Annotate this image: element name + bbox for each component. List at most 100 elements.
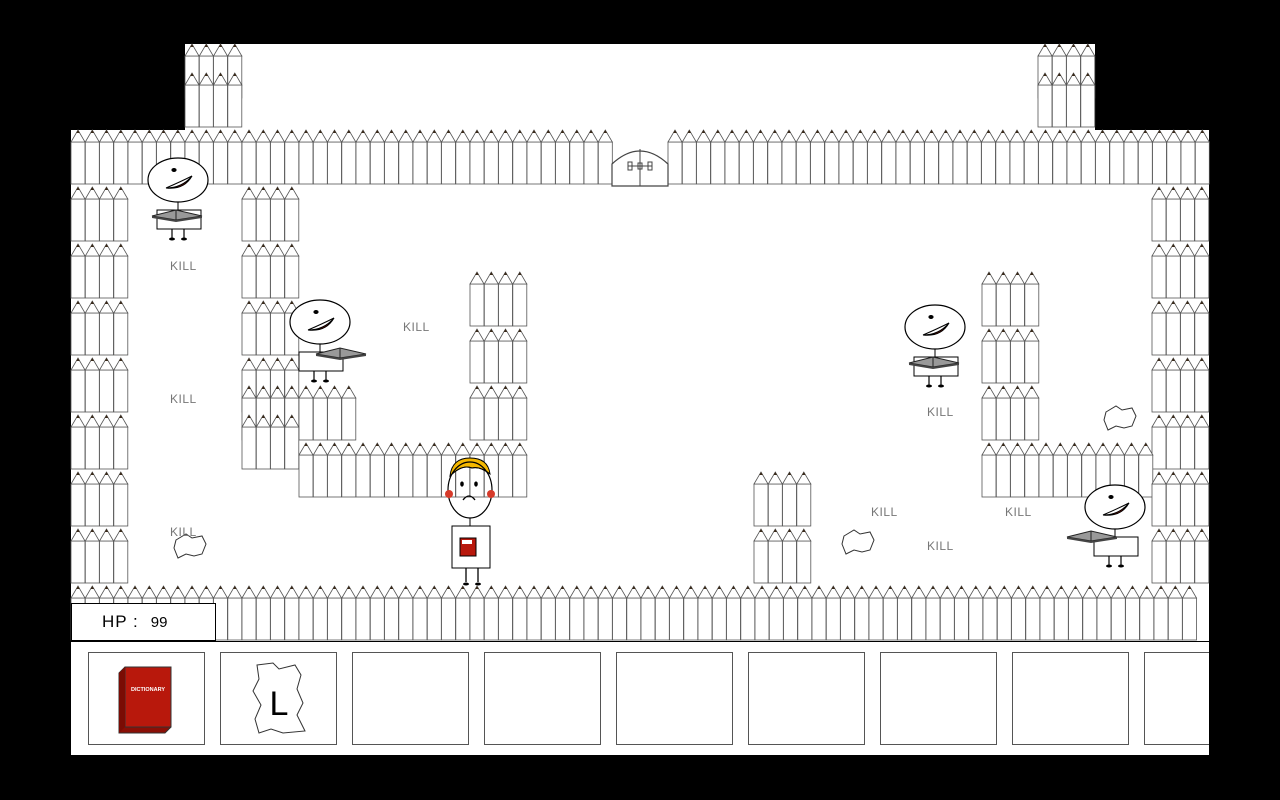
pencil-wall-segment bbox=[710, 129, 726, 185]
pencil-wall-segment bbox=[767, 129, 783, 185]
inventory-slot-7[interactable] bbox=[880, 652, 997, 745]
floor-label-kill: KILL bbox=[170, 392, 197, 406]
inventory-slot-4[interactable] bbox=[484, 652, 601, 745]
pencil-wall-segment bbox=[312, 129, 328, 185]
pencil-wall-segment bbox=[612, 585, 627, 641]
pencil-wall-segment bbox=[355, 442, 371, 498]
pencil-wall-segment bbox=[526, 585, 542, 641]
pencil-wall-segment bbox=[127, 129, 143, 185]
pencil-wall-segment bbox=[1194, 528, 1210, 584]
pencil-wall-segment bbox=[1011, 585, 1026, 641]
pencil-wall-segment bbox=[711, 585, 727, 641]
pencil-wall-segment bbox=[284, 414, 300, 470]
pencil-wall-segment bbox=[70, 528, 86, 584]
pencil-wall-segment bbox=[469, 585, 485, 641]
pencil-wall-segment bbox=[312, 442, 328, 498]
inventory-slot-1[interactable]: DICTIONARY bbox=[88, 652, 205, 745]
pencil-wall-segment bbox=[1194, 186, 1210, 242]
pencil-wall-segment bbox=[697, 585, 713, 641]
pencil-wall-segment bbox=[1068, 585, 1083, 641]
pencil-wall-segment bbox=[925, 585, 941, 641]
pencil-wall-segment bbox=[968, 585, 984, 641]
pencil-wall-segment bbox=[1139, 585, 1155, 641]
pencil-wall-segment bbox=[298, 442, 314, 498]
hp-value: 99 bbox=[150, 613, 168, 631]
pencil-wall-segment bbox=[327, 385, 342, 441]
pencil-wall-segment bbox=[1194, 357, 1210, 413]
pencil-wall-segment bbox=[512, 129, 528, 185]
pencil-wall-segment bbox=[270, 243, 285, 299]
pencil-wall-segment bbox=[1110, 585, 1126, 641]
inventory-slot-6[interactable] bbox=[748, 652, 865, 745]
inventory-bar: DICTIONARY L bbox=[71, 641, 1209, 755]
pencil-wall-segment bbox=[270, 300, 285, 356]
pencil-wall-segment bbox=[241, 243, 257, 299]
pencil-wall-segment bbox=[412, 442, 428, 498]
pencil-wall-segment bbox=[498, 585, 513, 641]
pencil-wall-segment bbox=[995, 328, 1011, 384]
pencil-wall-segment bbox=[1151, 528, 1167, 584]
pencil-wall-segment bbox=[966, 129, 982, 185]
pencil-wall-segment bbox=[298, 129, 314, 185]
inventory-slot-5[interactable] bbox=[616, 652, 733, 745]
pencil-wall-segment bbox=[512, 585, 528, 641]
pencil-wall-segment bbox=[1024, 442, 1040, 498]
pencil-wall-segment bbox=[498, 328, 513, 384]
pencil-wall-segment bbox=[781, 129, 797, 185]
pencil-wall-segment bbox=[1194, 471, 1210, 527]
player-character[interactable] bbox=[445, 457, 495, 586]
pencil-wall-segment bbox=[1180, 528, 1195, 584]
pencil-wall-segment bbox=[838, 129, 854, 185]
pencil-wall-segment bbox=[1123, 129, 1139, 185]
pencil-wall-segment bbox=[483, 129, 499, 185]
pencil-wall-segment bbox=[995, 129, 1011, 185]
pencil-wall-segment bbox=[84, 471, 100, 527]
pencil-wall-segment bbox=[783, 585, 798, 641]
pencil-wall-segment bbox=[1165, 471, 1181, 527]
pencil-wall-segment bbox=[1051, 72, 1067, 128]
arched-door[interactable] bbox=[611, 149, 669, 187]
pencil-wall-segment bbox=[754, 585, 770, 641]
pencil-wall-segment bbox=[113, 357, 129, 413]
pencil-wall-segment bbox=[1151, 414, 1167, 470]
pencil-wall-segment bbox=[740, 585, 756, 641]
pencil-wall-segment bbox=[369, 129, 385, 185]
pencil-wall-segment bbox=[483, 271, 499, 327]
pencil-wall-segment bbox=[70, 357, 86, 413]
pencil-wall-segment bbox=[854, 585, 870, 641]
floor-label-kill: KILL bbox=[927, 539, 954, 553]
inventory-slot-9[interactable] bbox=[1144, 652, 1209, 745]
pencil-wall-segment bbox=[327, 585, 342, 641]
pencil-wall-segment bbox=[312, 385, 328, 441]
pencil-wall-segment bbox=[996, 585, 1012, 641]
pencil-wall-segment bbox=[982, 585, 998, 641]
pencil-wall-segment bbox=[1066, 129, 1082, 185]
inventory-slot-8[interactable] bbox=[1012, 652, 1129, 745]
pencil-wall-segment bbox=[811, 585, 827, 641]
pencil-wall-segment bbox=[1167, 585, 1183, 641]
pencil-wall-segment bbox=[227, 585, 243, 641]
inventory-slot-2[interactable]: L bbox=[220, 652, 337, 745]
pencil-wall-segment bbox=[1152, 129, 1167, 185]
pencil-wall-segment bbox=[1082, 585, 1098, 641]
pencil-wall-segment bbox=[939, 585, 955, 641]
pencil-wall-segment bbox=[924, 129, 939, 185]
pencil-wall-segment bbox=[384, 585, 399, 641]
pencil-wall-segment bbox=[498, 129, 513, 185]
pencil-wall-segment bbox=[895, 129, 911, 185]
pencil-wall-segment bbox=[1052, 129, 1068, 185]
pencil-wall-segment bbox=[327, 442, 342, 498]
pencil-wall-segment bbox=[341, 129, 357, 185]
pencil-wall-segment bbox=[796, 528, 812, 584]
pencil-wall-segment bbox=[981, 328, 997, 384]
pencil-wall-segment bbox=[227, 72, 243, 128]
pencil-wall-segment bbox=[298, 385, 314, 441]
pencil-wall-segment bbox=[455, 129, 471, 185]
inventory-slot-3[interactable] bbox=[352, 652, 469, 745]
pencil-wall-segment bbox=[1010, 442, 1025, 498]
pencil-wall-segment bbox=[241, 129, 257, 185]
pencil-wall-segment bbox=[981, 271, 997, 327]
pencil-wall-segment bbox=[255, 414, 271, 470]
